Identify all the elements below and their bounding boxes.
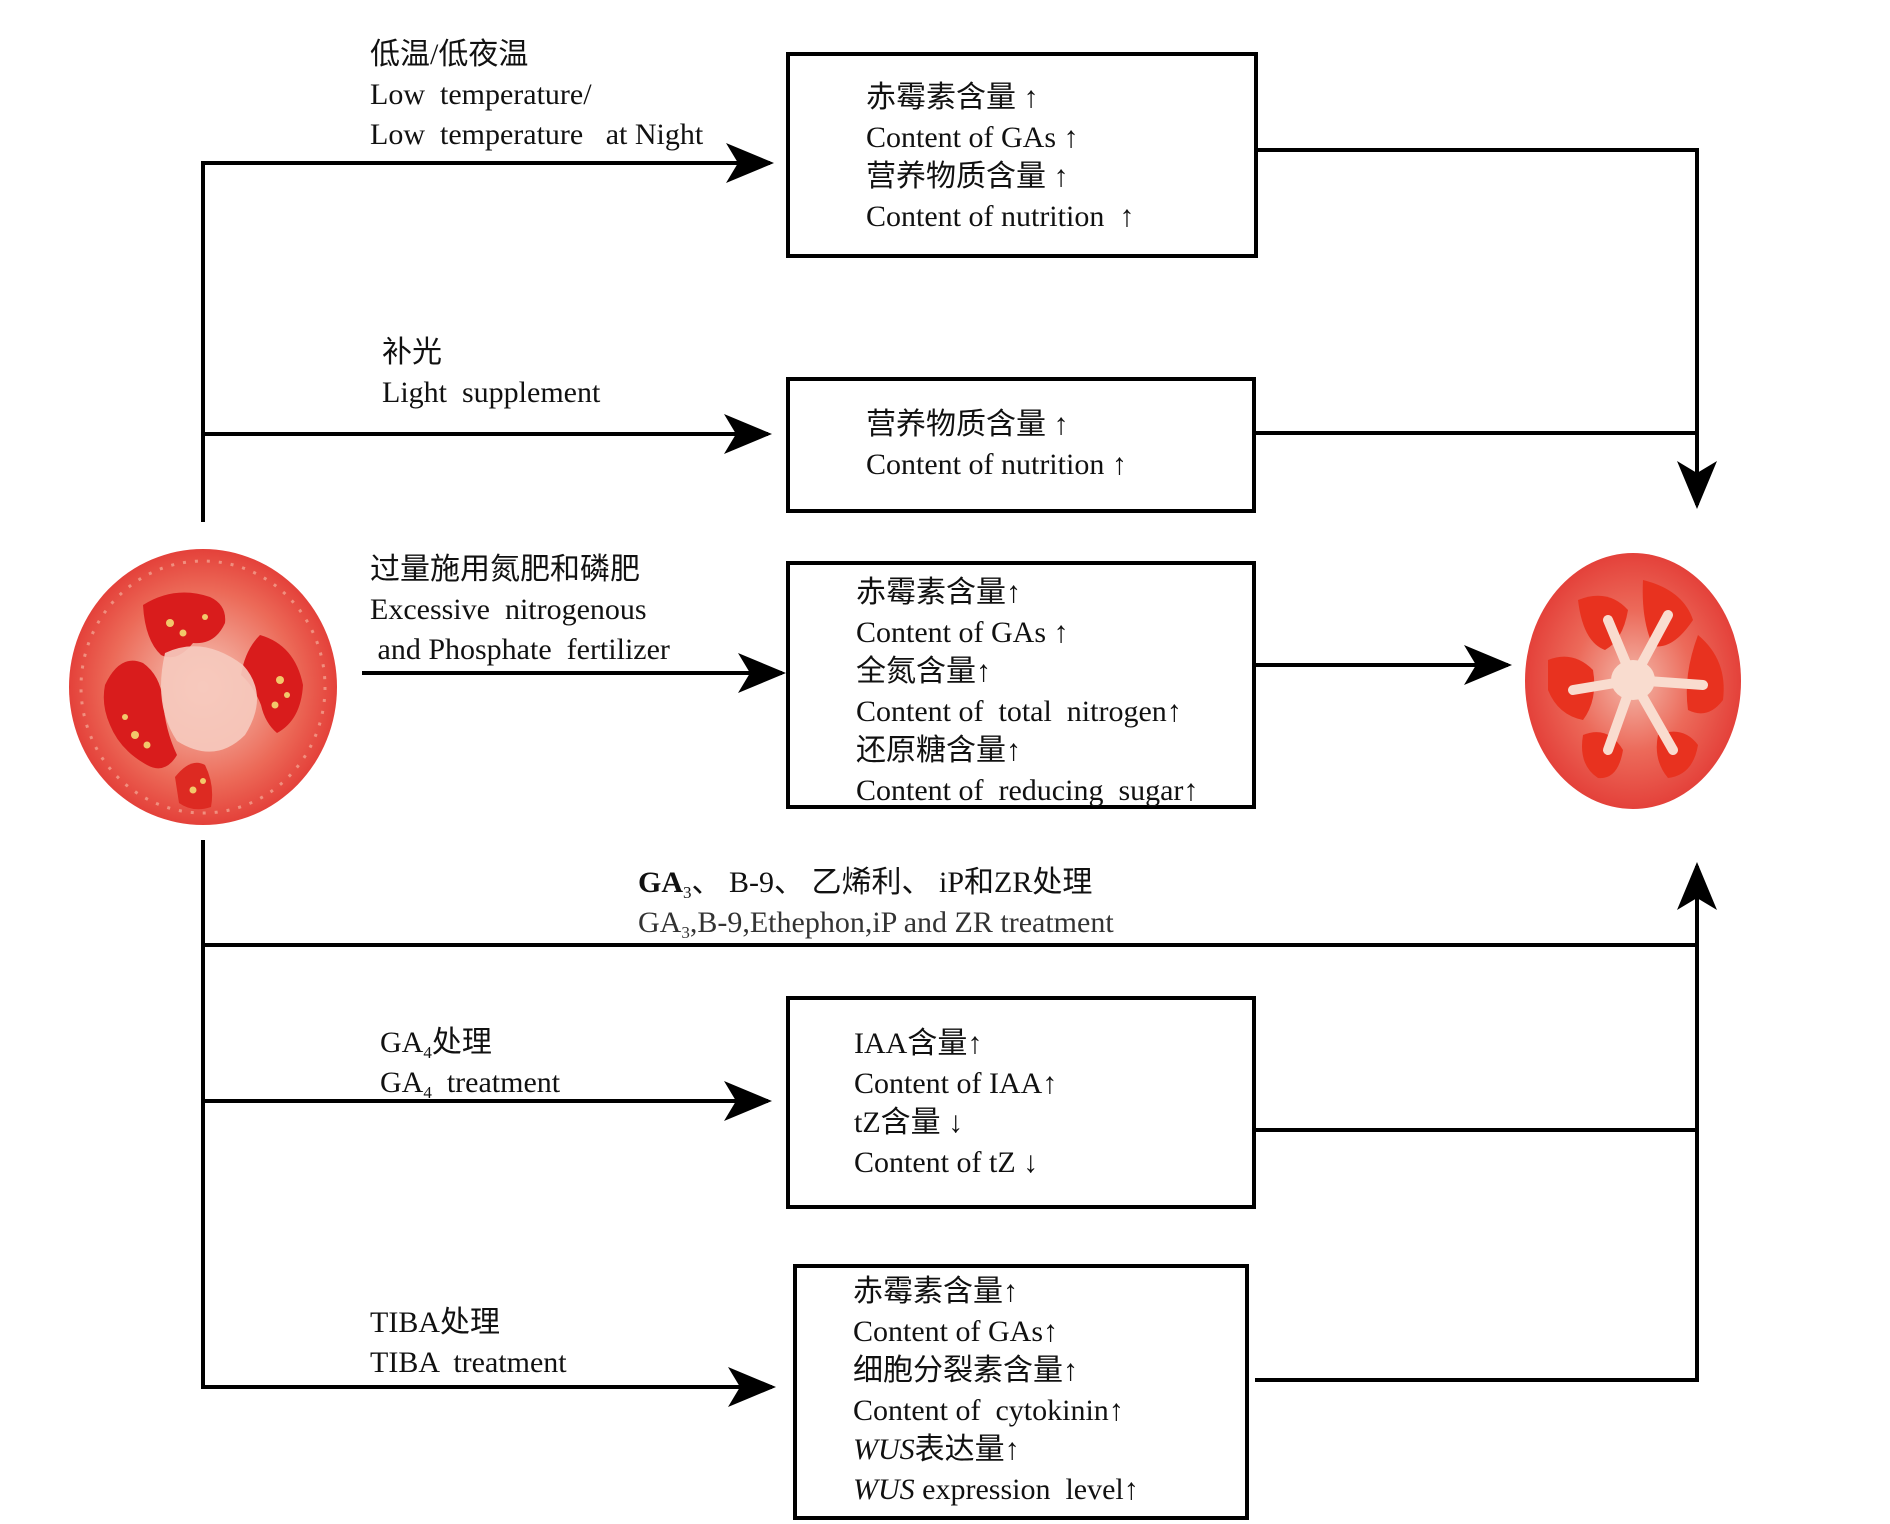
effect-item: Content of reducing sugar↑ — [856, 773, 1199, 807]
effect-item: WUS表达量↑ — [853, 1430, 1139, 1470]
gene-name: WUS — [853, 1472, 915, 1506]
effect-item: 赤霉素含量 ↑ — [866, 81, 1039, 114]
effect-item: 赤霉素含量↑ — [856, 576, 1021, 609]
treatment-en: Low temperature/ — [370, 78, 592, 111]
tomato-slice-input-icon — [69, 549, 337, 825]
effect-item: Content of IAA↑ — [854, 1066, 1058, 1100]
treatment-zh: 补光 — [382, 336, 442, 369]
treatment-en: Low temperature at Night — [370, 118, 704, 151]
effect-item: 营养物质含量 ↑ — [866, 160, 1069, 193]
effect-rest: expression level↑ — [914, 1472, 1139, 1506]
effect-item: Content of tZ ↓ — [854, 1145, 1039, 1179]
effect-box-light: 营养物质含量 ↑ Content of nutrition ↑ — [786, 377, 1256, 513]
treatment-zh-rest: 、 B-9、 乙烯利、 iP和ZR处理 — [691, 866, 1093, 899]
treatment-en: GA4 treatment — [380, 1063, 560, 1103]
treatment-label-light: 补光 Light supplement — [382, 333, 600, 413]
effect-item: Content of GAs ↑ — [866, 120, 1079, 154]
ga-text: GA — [380, 1026, 424, 1059]
subscript: 4 — [423, 1043, 432, 1062]
treatment-zh: GA4处理 — [380, 1023, 560, 1063]
effect-box-low-temp: 赤霉素含量 ↑ Content of GAs ↑ 营养物质含量 ↑ Conten… — [786, 52, 1258, 258]
tomato-slice-output-icon — [1525, 553, 1741, 809]
treatment-en-rest: ,B-9,Ethephon,iP and ZR treatment — [689, 906, 1114, 939]
subscript: 4 — [423, 1083, 432, 1102]
effect-box-ga4: IAA含量↑ Content of IAA↑ tZ含量 ↓ Content of… — [786, 996, 1256, 1209]
effect-item: 细胞分裂素含量↑ — [853, 1354, 1078, 1387]
effect-item: 还原糖含量↑ — [856, 734, 1021, 767]
treatment-en: Excessive nitrogenous — [370, 593, 647, 626]
treatment-en-rest: treatment — [431, 1066, 561, 1099]
treatment-en: and Phosphate fertilizer — [370, 633, 670, 666]
effect-item: Content of nutrition ↑ — [866, 447, 1127, 481]
ga-text: GA — [380, 1066, 424, 1099]
treatment-zh: 低温/低夜温 — [370, 38, 529, 71]
effect-item: tZ含量 ↓ — [854, 1106, 964, 1139]
ga-text: GA — [638, 906, 682, 939]
treatment-en: Light supplement — [382, 376, 601, 409]
subscript: 3 — [681, 923, 690, 942]
subscript: 3 — [683, 883, 692, 902]
effect-item: Content of cytokinin↑ — [853, 1393, 1124, 1427]
effect-item: WUS expression level↑ — [853, 1470, 1139, 1510]
treatment-label-ga4: GA4处理 GA4 treatment — [380, 1023, 560, 1103]
treatment-label-fertilizer: 过量施用氮肥和磷肥 Excessive nitrogenous and Phos… — [370, 550, 670, 670]
effect-item: 全氮含量↑ — [856, 655, 991, 688]
effect-box-fertilizer: 赤霉素含量↑ Content of GAs ↑ 全氮含量↑ Content of… — [786, 561, 1256, 809]
effect-box-tiba: 赤霉素含量↑ Content of GAs↑ 细胞分裂素含量↑ Content … — [793, 1264, 1249, 1520]
effect-item: 营养物质含量 ↑ — [866, 408, 1069, 441]
effect-item: Content of GAs↑ — [853, 1314, 1058, 1348]
treatment-zh: TIBA处理 — [370, 1306, 500, 1339]
treatment-en: GA3,B-9,Ethephon,iP and ZR treatment — [638, 903, 1114, 943]
effect-rest: 表达量↑ — [914, 1433, 1020, 1466]
treatment-label-low-temp: 低温/低夜温 Low temperature/ Low temperature … — [370, 35, 703, 155]
treatment-zh-rest: 处理 — [431, 1026, 492, 1059]
treatment-label-tiba: TIBA处理 TIBA treatment — [370, 1303, 567, 1383]
effect-item: 赤霉素含量↑ — [853, 1275, 1018, 1308]
treatment-zh: 过量施用氮肥和磷肥 — [370, 553, 640, 586]
treatment-en: TIBA treatment — [370, 1346, 567, 1379]
effect-item: IAA含量↑ — [854, 1027, 983, 1060]
treatment-zh: GA3、 B-9、 乙烯利、 iP和ZR处理 — [638, 863, 1114, 903]
treatment-label-ga3-mix: GA3、 B-9、 乙烯利、 iP和ZR处理 GA3,B-9,Ethephon,… — [638, 863, 1114, 943]
effect-item: Content of nutrition ↑ — [866, 199, 1135, 233]
effect-item: Content of total nitrogen↑ — [856, 694, 1182, 728]
gene-name: WUS — [853, 1433, 915, 1466]
effect-item: Content of GAs ↑ — [856, 615, 1069, 649]
ga-text: GA — [638, 866, 683, 899]
